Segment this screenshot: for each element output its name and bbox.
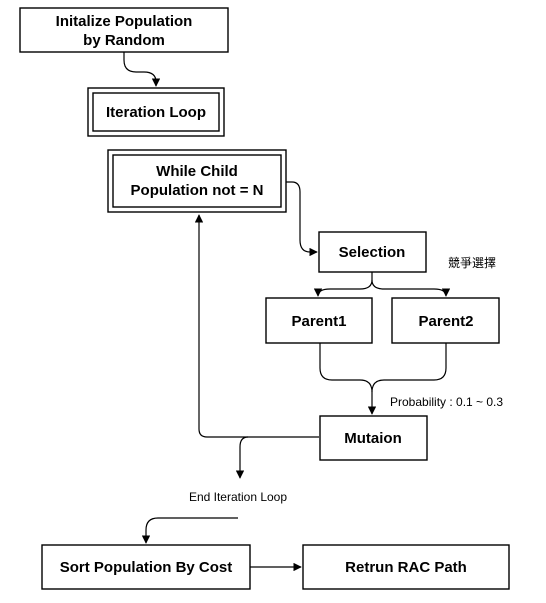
node-init-line2: by Random [83,32,165,49]
selection-note: 競爭選擇 [448,255,496,270]
node-return: Retrun RAC Path [302,544,510,590]
node-iteration-loop: Iteration Loop [87,87,225,137]
node-sort-label: Sort Population By Cost [60,559,233,576]
probability-note: Probability : 0.1 ~ 0.3 [390,395,503,409]
node-sort: Sort Population By Cost [41,544,251,590]
edge-parents-to-mutation [319,343,377,415]
node-init: Initalize Population by Random [19,7,229,53]
node-return-label: Retrun RAC Path [345,559,467,576]
node-selection-label: Selection [339,244,406,261]
node-parent2: Parent2 [391,297,500,344]
edge-parent2-merge [371,343,447,393]
edges [123,52,451,572]
node-while-child-line1: While Child [156,163,238,180]
edge-while-to-selection [286,181,318,257]
edge-mutation-to-end [235,436,249,479]
edge-init-to-iteration [123,52,161,87]
node-while-child: While Child Population not = N [107,149,287,213]
node-while-child-line2: Population not = N [131,182,264,199]
end-loop-label: End Iteration Loop [189,490,287,504]
edge-mutation-loop-back [194,214,319,438]
edge-selection-to-parent1 [313,272,373,297]
node-parent1-label: Parent1 [291,313,346,330]
node-iteration-loop-label: Iteration Loop [106,104,206,121]
node-selection: Selection [318,231,427,273]
node-mutation: Mutaion [319,415,428,461]
edge-end-to-sort [141,517,238,544]
node-parent2-label: Parent2 [418,313,473,330]
node-init-line1: Initalize Population [56,13,193,30]
node-parent1: Parent1 [265,297,373,344]
node-mutation-label: Mutaion [344,430,402,447]
edge-selection-to-parent2 [371,279,451,297]
